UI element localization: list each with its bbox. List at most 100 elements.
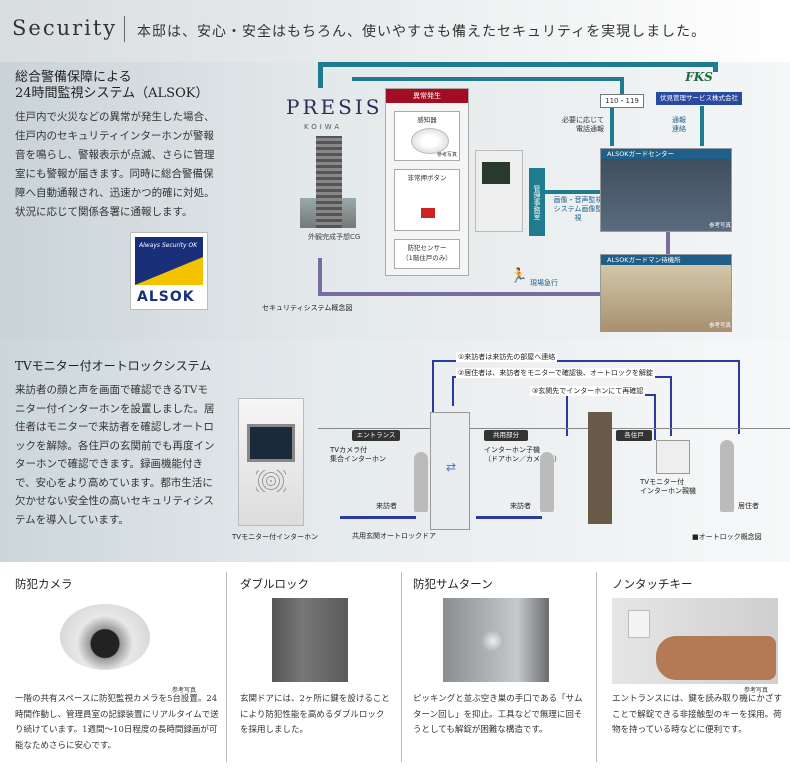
flow-line-call	[610, 108, 614, 146]
feature-body-double-lock: 玄関ドアには、2ヶ所に鍵を設けることにより防犯性能を高めるダブルロックを採用しま…	[240, 694, 390, 735]
crime-sensor-box: 防犯センサー （1階住戸のみ）	[394, 239, 460, 269]
smoke-detector-image	[411, 128, 449, 154]
child-intercom-line1: インターホン子機	[484, 446, 540, 454]
page-subtitle: 本邸は、安心・安全はもちろん、使いやすさも備えたセキュリティを実現しました。	[137, 24, 707, 40]
camera-photo-note: 参考写真	[172, 687, 197, 694]
zone-unit: 各住戸	[616, 430, 652, 441]
thumb-turn-knob	[482, 630, 504, 652]
building-tower-image	[316, 136, 342, 228]
child-intercom-label: インターホン子機 （ドアホン／カメラ無）	[484, 446, 561, 464]
flow-line-notify	[700, 106, 704, 146]
autolock-diagram-caption: ■オートロック概念図	[692, 533, 762, 541]
alsok-logo: Always Security OK ALSOK	[130, 232, 208, 310]
flow-line-mid	[352, 77, 624, 81]
security-diagram-caption: セキュリティシステム概念図	[262, 304, 353, 312]
hand-with-key-image	[656, 636, 776, 680]
step1-riser-right	[738, 360, 740, 434]
tv-intercom-caption: TVモニター付インターホン	[232, 533, 319, 541]
guardman-station-label: ALSOKガードマン待機所	[601, 255, 731, 265]
fks-company-label: 伏見管理サービス株式会社	[656, 92, 742, 105]
alsok-title-line2: 24時間監視システム（ALSOK）	[15, 86, 209, 101]
flow-line-to-center	[545, 190, 600, 194]
monitor-master-line2: インターホン親機	[640, 487, 696, 495]
tv-intercom-screen	[247, 424, 295, 462]
key-reader-image	[628, 610, 650, 638]
fks-logo: FKS	[685, 70, 713, 84]
feature-divider-2	[401, 572, 402, 762]
tv-camera-intercom-line2: 集合インターホン	[330, 455, 386, 463]
tv-intercom-speaker	[256, 470, 286, 492]
alsok-section-body: 住戸内で火災などの異常が発生した場合、住戸内のセキュリティインターホンが警報音を…	[15, 111, 215, 218]
common-door-caption: 共用玄関オートロックドア	[352, 532, 436, 540]
call-notify-line2: 電話通報	[576, 125, 604, 133]
guard-center-photo: ALSOKガードセンター 参考写真	[600, 148, 732, 232]
visitor-label-left: 来訪者	[376, 502, 397, 510]
monitor-master-label: TVモニター付 インターホン親機	[640, 478, 696, 496]
page-title: Security	[12, 16, 118, 40]
feature-divider-3	[596, 572, 597, 762]
tv-camera-intercom-label: TVカメラ付 集合インターホン	[330, 446, 386, 464]
emergency-button-label: 非常押ボタン	[407, 174, 447, 182]
management-room-tag: 管理事務室	[529, 168, 545, 236]
step1-riser-left	[432, 360, 434, 460]
zone-entrance: エントランス	[352, 430, 400, 441]
presis-logo-sub: KOIWA	[304, 123, 343, 131]
flow-line-rush	[320, 292, 600, 296]
emergency-button-image	[421, 208, 435, 218]
emergency-number-box: 110・119	[600, 94, 644, 108]
autolock-section-body: 来訪者の顔と声を画面で確認できるTVモニター付インターホンを設置しました。居住者…	[15, 384, 215, 526]
monitor-master-line1: TVモニター付	[640, 478, 685, 486]
flow-line-rush-riser	[318, 258, 322, 296]
door-open-arrow-icon: ⇄	[446, 460, 457, 474]
resident-figure	[720, 440, 734, 512]
alsok-logo-tagline: Always Security OK	[139, 242, 198, 249]
step3-riser-right	[654, 394, 656, 440]
emergency-button-box: 非常押ボタン	[394, 169, 460, 231]
feature-body-camera: 一階の共有スペースに防犯監視カメラを5台設置。24時間作動し、管理員室の記録装置…	[15, 694, 219, 751]
sensor-label: 感知器	[417, 116, 437, 124]
building-caption: 外観完成予想CG	[308, 233, 361, 241]
visitor-figure-right	[540, 452, 554, 512]
guard-center-photo-note: 参考写真	[709, 223, 732, 229]
key-photo-note: 参考写真	[744, 687, 769, 694]
step3-riser-left	[566, 394, 568, 436]
guard-center-label: ALSOKガードセンター	[601, 149, 731, 159]
guardman-station-photo: ALSOKガードマン待機所 参考写真	[600, 254, 732, 332]
sensor-photo-note: 参考写真	[436, 152, 457, 158]
flow-line-left-riser	[318, 62, 323, 88]
step2-riser-left	[452, 376, 454, 406]
alsok-logo-word: ALSOK	[137, 289, 195, 305]
step3-label: ③玄関先でインターホンにて再確認	[530, 386, 646, 396]
emergency-box: 異常発生 感知器 参考写真 非常押ボタン 防犯センサー （1階住戸のみ）	[385, 88, 469, 276]
zone-common: 共用部分	[484, 430, 528, 441]
visitor-path-arrow-right	[476, 516, 542, 519]
step1-line	[432, 360, 740, 362]
monitor-master-unit-image	[656, 440, 690, 474]
image-voice-label: 画像・音声監視システム画像監視	[553, 196, 603, 222]
notify-label: 通報 連絡	[672, 116, 686, 134]
tv-camera-intercom-line1: TVカメラ付	[330, 446, 368, 454]
presis-logo: PRESIS	[286, 95, 383, 119]
flow-line-center-to-guard	[666, 232, 670, 254]
flow-line-110-drop	[620, 77, 624, 94]
flow-line-top	[318, 62, 718, 67]
visitor-path-arrow-left	[340, 516, 416, 519]
visitor-label-right: 来訪者	[510, 502, 531, 510]
unit-front-door	[588, 412, 612, 524]
rush-label: 現場急行	[530, 279, 558, 287]
double-lock-image	[272, 598, 348, 682]
step2-riser-right	[670, 376, 672, 436]
notify-line2: 連絡	[672, 125, 686, 133]
running-person-icon: 🏃	[510, 268, 528, 284]
tv-intercom-image	[238, 398, 304, 526]
call-notify-line1: 必要に応じて	[562, 116, 604, 124]
title-divider	[124, 16, 125, 42]
alsok-section-title: 総合警備保障による 24時間監視システム（ALSOK）	[15, 70, 208, 102]
notify-line1: 通報	[672, 116, 686, 124]
common-autolock-door	[430, 412, 470, 530]
resident-label: 居住者	[738, 502, 759, 510]
feature-body-non-touch-key: エントランスには、鍵を読み取り機にかざすことで解錠できる非接触型のキーを採用。荷…	[612, 694, 782, 735]
step2-label: ②居住者は、来訪者をモニターで確認後、オートロックを解錠	[456, 368, 655, 378]
feature-title-non-touch-key: ノンタッチキー	[612, 577, 693, 591]
visitor-figure-left	[414, 452, 428, 512]
